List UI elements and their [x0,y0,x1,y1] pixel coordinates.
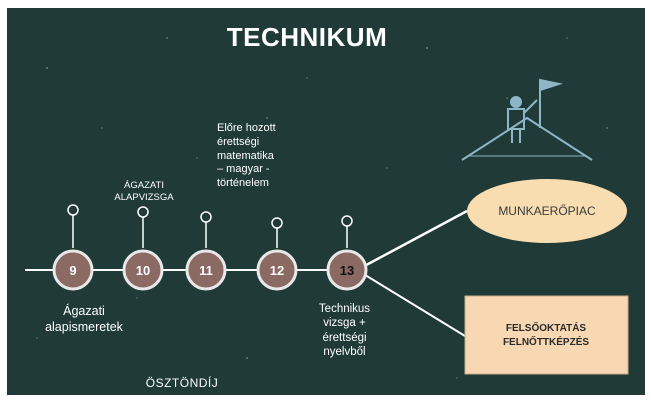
pins [67,204,353,248]
labor-market-label: MUNKAERŐPIAC [498,203,596,218]
grade-node-13 [326,249,368,291]
branch-to-labor-market [356,209,468,272]
adult-education-label: FELNŐTTKÉPZÉS [503,335,589,348]
higher-education-label: FELSŐOKTATÁS [506,321,587,334]
labor-market-ellipse [467,179,627,243]
grade-node-11 [185,249,227,291]
grade-nodes: 9 10 11 12 13 [52,249,368,291]
agazati-alapvizsga-label: ÁGAZATI ALAPVIZSGA [114,180,174,203]
grade-label-9: 9 [69,263,76,278]
branch-to-higher-education [356,269,466,337]
grade-label-12: 12 [270,263,284,278]
elore-hozott-erettsegi-label: Előre hozott érettségi matematika – magy… [217,122,276,189]
technikus-vizsga-label: Technikus vizsga + érettségi nyelvből [318,303,371,359]
slide-title: TECHNIKUM [226,22,388,52]
higher-education-box [464,295,629,375]
grade-label-10: 10 [136,263,150,278]
slide: TECHNIKUM 9 10 [7,8,645,395]
grade-node-12 [256,249,298,291]
grade-label-11: 11 [199,263,213,278]
climber-flag-icon [461,78,593,161]
agazati-alapismeretek-label: Ágazati alapismeretek [45,304,123,334]
timeline-diagram: 9 10 11 12 13 MUNKAERŐPIAC FEL [25,37,629,379]
osztondij-label: ÖSZTÖNDÍJ [145,376,219,390]
grade-node-10 [122,249,164,291]
grade-label-13: 13 [340,263,354,278]
grade-node-9 [52,249,94,291]
